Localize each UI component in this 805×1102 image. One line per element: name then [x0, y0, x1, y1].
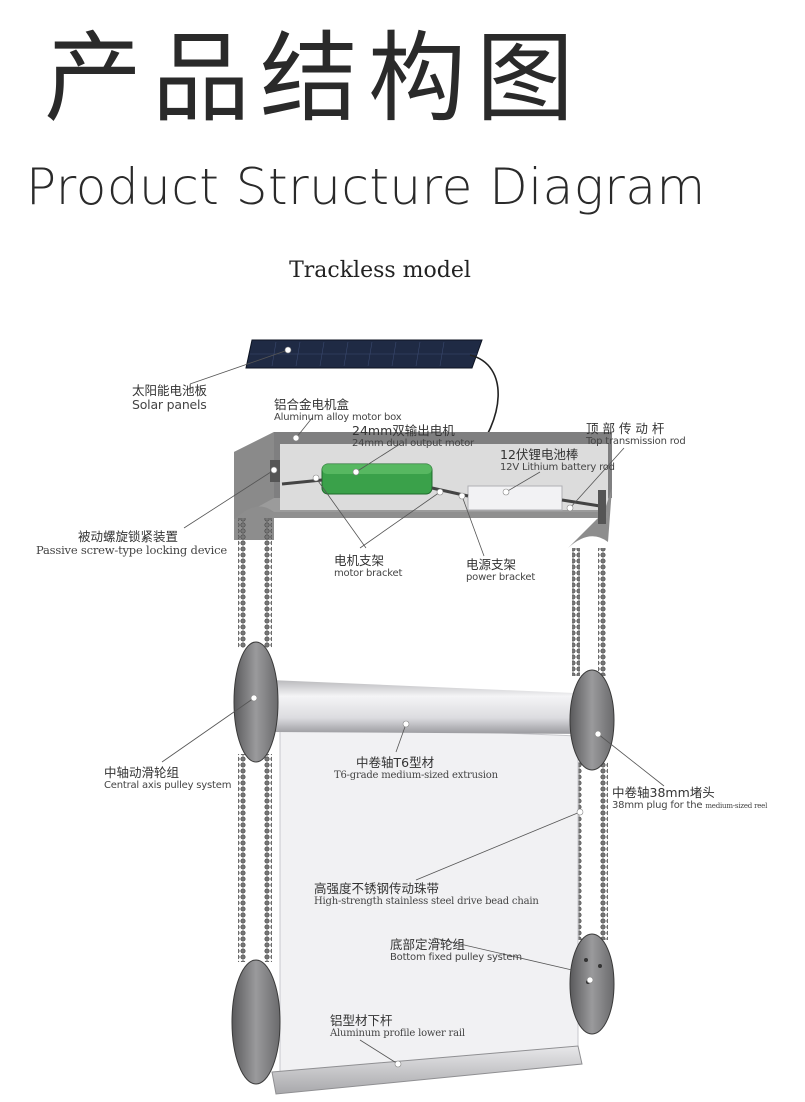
motor-box	[234, 432, 612, 548]
label-solar-panels: 太阳能电池板 Solar panels	[132, 383, 208, 413]
label-battery: 12伏锂电池棒 12V Lithium battery rod	[500, 447, 615, 474]
bottom-pulley-right	[569, 933, 615, 1035]
central-pulley-left	[233, 641, 279, 763]
central-pulley-right	[569, 669, 615, 771]
page-title-cn: 产品结构图	[44, 22, 585, 136]
battery	[467, 485, 563, 511]
solar-panel	[245, 339, 483, 369]
diagram-subtitle: Trackless model	[289, 258, 471, 283]
label-bottom-pulley: 底部定滑轮组 Bottom fixed pulley system	[390, 937, 522, 964]
callout-dots	[250, 346, 602, 1068]
reel	[270, 680, 604, 734]
label-motor: 24mm双输出电机 24mm dual output motor	[352, 423, 474, 450]
label-central-pulley: 中轴动滑轮组 Central axis pulley system	[104, 765, 232, 792]
leader-lines	[161, 349, 665, 1065]
label-power-bracket: 电源支架 power bracket	[466, 557, 536, 584]
label-bead-chain: 高强度不锈钢传动珠带 High-strength stainless steel…	[314, 881, 539, 908]
label-top-rod: 顶 部 传 动 杆 Top transmission rod	[586, 421, 686, 448]
bottom-pulley-left	[231, 959, 281, 1085]
label-lower-rail: 铝型材下杆 Aluminum profile lower rail	[330, 1013, 465, 1040]
lower-rail	[271, 1045, 583, 1095]
label-motor-bracket: 电机支架 motor bracket	[334, 553, 403, 580]
page-title-en: Product Structure Diagram	[26, 158, 706, 216]
label-locking-device: 被动螺旋锁紧装置 Passive screw-type locking devi…	[36, 529, 227, 558]
label-motor-box: 铝合金电机盒 Aluminum alloy motor box	[274, 397, 402, 424]
top-rod	[561, 498, 601, 508]
label-plug: 中卷轴38mm堵头 38mm plug for the medium-sized…	[612, 785, 768, 812]
label-reel: 中卷轴T6型材 T6-grade medium-sized extrusion	[334, 755, 498, 782]
